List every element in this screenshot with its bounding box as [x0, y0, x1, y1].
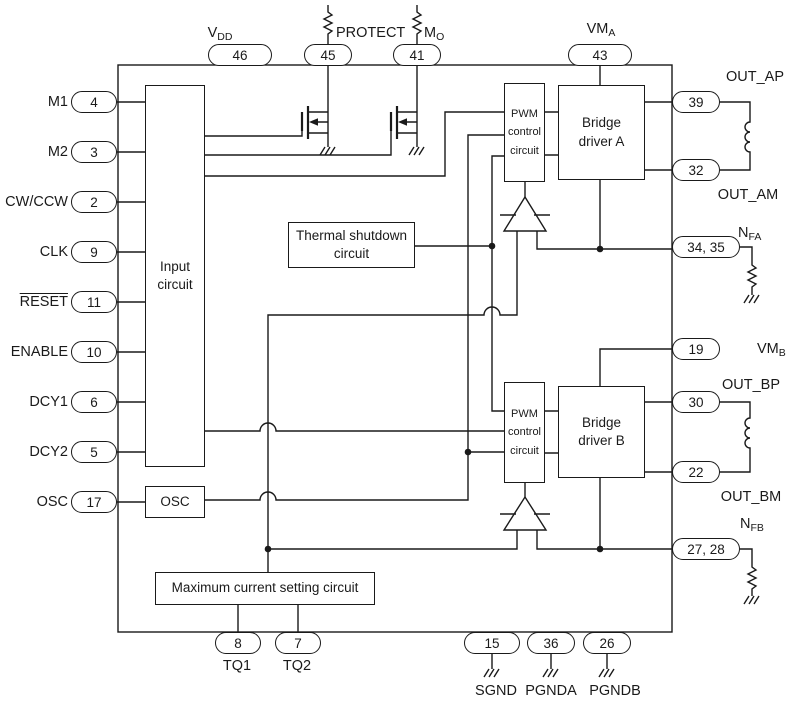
left-pin-wires — [117, 101, 145, 503]
pin-oval-nfa: 34, 35 — [672, 236, 740, 258]
pin-label-pgnda: PGNDA — [525, 683, 577, 699]
pin-oval-clk: 9 — [71, 241, 117, 263]
pin-oval-out-ap: 39 — [672, 91, 720, 113]
pin-label-osc: OSC — [36, 494, 68, 510]
comparator-b-icon — [500, 483, 550, 531]
pin-label-out-bm: OUT_BM — [720, 489, 782, 505]
input-to-pwm-b-wire — [205, 422, 504, 432]
pwm-control-a-block: PWM control circuit — [504, 83, 545, 182]
pin-oval-cwccw: 2 — [71, 191, 117, 213]
thermal-shutdown-block: Thermal shutdown circuit — [288, 222, 415, 268]
osc-block: OSC — [145, 486, 205, 518]
pin-oval-out-am: 32 — [672, 159, 720, 181]
pin-label-protect: PROTECT — [336, 25, 406, 41]
nfb-net-wire — [536, 478, 672, 550]
pin-oval-m2: 3 — [71, 141, 117, 163]
pin-oval-tq1: 8 — [215, 632, 261, 654]
pin-label-dcy1: DCY1 — [29, 394, 68, 410]
pin-oval-m1: 4 — [71, 91, 117, 113]
pin-label-nfb: NFB — [740, 516, 764, 534]
pin-label-vmb: VMB — [757, 341, 786, 359]
comparator-a-icon — [500, 182, 550, 232]
ground-icon — [408, 146, 425, 156]
pin-label-clk: CLK — [39, 244, 68, 260]
inductor-out-b-icon — [720, 401, 751, 473]
bridge-output-wires — [645, 101, 672, 473]
pin-oval-enable: 10 — [71, 341, 117, 363]
vmb-wire — [599, 348, 672, 386]
pin-oval-vdd: 46 — [208, 44, 272, 66]
pin-oval-vmb: 19 — [672, 338, 720, 360]
mosfet-protect-icon — [205, 65, 336, 156]
pin-oval-mo: 41 — [393, 44, 441, 66]
pin-oval-pgndb: 26 — [583, 632, 631, 654]
pin-oval-tq2: 7 — [275, 632, 321, 654]
junction-dots — [264, 242, 604, 553]
pin-label-m2: M2 — [47, 144, 68, 160]
pin-label-tq2: TQ2 — [282, 658, 312, 674]
ground-icon — [542, 668, 559, 678]
pin-label-enable: ENABLE — [10, 344, 68, 360]
pin-oval-osc: 17 — [71, 491, 117, 513]
pin-oval-dcy2: 5 — [71, 441, 117, 463]
pin-oval-out-bp: 30 — [672, 391, 720, 413]
pin-label-m1: M1 — [47, 94, 68, 110]
max-current-setting-block: Maximum current setting circuit — [155, 572, 375, 605]
pin-oval-dcy1: 6 — [71, 391, 117, 413]
resistor-mo-icon — [411, 5, 423, 44]
pin-label-vma: VMA — [586, 21, 616, 39]
ground-icon — [319, 146, 336, 156]
pin-label-mo: MO — [424, 25, 445, 43]
input-circuit-block: Input circuit — [145, 85, 205, 467]
ground-icon — [598, 668, 615, 678]
pin-label-tq1: TQ1 — [222, 658, 252, 674]
pin-oval-out-bm: 22 — [672, 461, 720, 483]
pin-oval-protect: 45 — [304, 44, 352, 66]
pin-oval-nfb: 27, 28 — [672, 538, 740, 560]
pin-oval-reset: 11 — [71, 291, 117, 313]
bridge-driver-a-block: Bridge driver A — [558, 85, 645, 180]
bridge-driver-b-block: Bridge driver B — [558, 386, 645, 478]
pin-label-pgndb: PGNDB — [589, 683, 641, 699]
bottom-ground-wires — [483, 653, 615, 678]
pin-label-reset: RESET — [19, 294, 68, 310]
resistor-protect-icon — [322, 5, 334, 44]
ground-icon — [743, 294, 760, 304]
resistor-nfb-icon — [740, 548, 760, 605]
ground-icon — [743, 595, 760, 605]
pwm-bridge-links — [545, 111, 558, 454]
pin-oval-sgnd: 15 — [464, 632, 520, 654]
thermal-net-wire — [415, 155, 504, 412]
resistor-nfa-icon — [740, 246, 760, 304]
pin-label-out-am: OUT_AM — [717, 187, 779, 203]
ground-icon — [483, 668, 500, 678]
pin-label-sgnd: SGND — [475, 683, 517, 699]
mosfet-mo-icon — [205, 65, 425, 156]
pin-label-cwccw: CW/CCW — [5, 194, 68, 210]
tq-wires — [237, 605, 299, 632]
pin-label-out-bp: OUT_BP — [721, 377, 781, 393]
pin-label-out-ap: OUT_AP — [725, 69, 785, 85]
pin-label-nfa: NFA — [738, 225, 762, 243]
max-current-ref-wire — [267, 231, 518, 572]
pwm-control-b-block: PWM control circuit — [504, 382, 545, 483]
pin-oval-pgnda: 36 — [527, 632, 575, 654]
input-to-pwm-a-wire — [205, 111, 504, 177]
pin-label-dcy2: DCY2 — [29, 444, 68, 460]
osc-net-wire — [205, 134, 504, 501]
pin-oval-vma: 43 — [568, 44, 632, 66]
inductor-out-a-icon — [720, 101, 751, 171]
pin-label-vdd: VDD — [207, 25, 233, 43]
nfa-net-wire — [536, 180, 672, 250]
